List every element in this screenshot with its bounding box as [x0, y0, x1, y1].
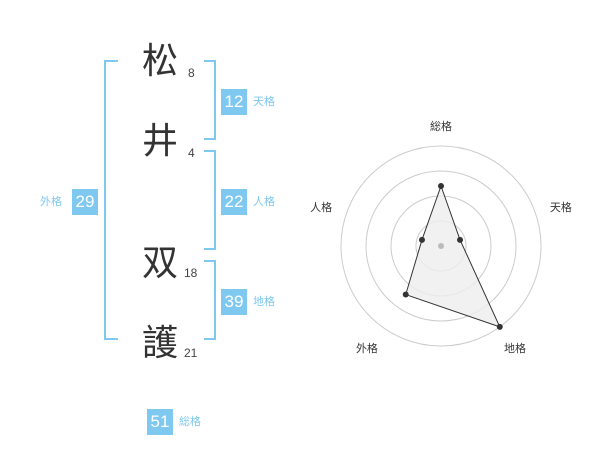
tenkaku-value: 12: [221, 89, 247, 115]
radar-point-3: [496, 323, 503, 330]
gaikaku-bracket: [104, 60, 118, 340]
name-char-4: 護: [141, 323, 178, 364]
stroke-count-4: 21: [184, 346, 198, 360]
gaikaku-value: 29: [72, 189, 98, 215]
radar-axis-label-3: 地格: [504, 341, 526, 355]
name-char-1: 松: [141, 41, 178, 82]
chikaku-label: 地格: [253, 295, 275, 308]
gaikaku-label: 外格: [40, 195, 62, 208]
radar-center: [438, 243, 444, 249]
stroke-count-1: 8: [188, 66, 195, 80]
radar-axis-label-4: 外格: [356, 341, 378, 355]
name-char-3: 双: [141, 243, 178, 284]
radar-point-4: [402, 291, 409, 298]
jinkaku-bracket: [204, 150, 216, 250]
radar-axis-label-2: 天格: [550, 200, 572, 214]
chikaku-bracket: [204, 260, 216, 340]
chikaku-value: 39: [221, 289, 247, 315]
radar-points: [402, 183, 503, 330]
radar-polygon: [405, 184, 501, 328]
tenkaku-bracket: [204, 60, 216, 140]
soukaku-label: 総格: [179, 415, 201, 428]
radar-point-5: [418, 236, 425, 243]
name-char-2: 井: [141, 121, 178, 162]
radar-point-2: [457, 236, 464, 243]
jinkaku-value: 22: [221, 189, 247, 215]
radar-axis-label-5: 人格: [310, 200, 332, 214]
tenkaku-label: 天格: [253, 95, 275, 108]
jinkaku-label: 人格: [253, 195, 275, 208]
radar-ring: [365, 170, 517, 322]
radar-axis-label-1: 総格: [430, 119, 452, 133]
radar-point-1: [438, 183, 444, 189]
radar-ring: [340, 145, 542, 347]
stroke-count-3: 18: [184, 266, 198, 280]
soukaku-value: 51: [147, 409, 173, 435]
stroke-count-2: 4: [188, 146, 195, 160]
